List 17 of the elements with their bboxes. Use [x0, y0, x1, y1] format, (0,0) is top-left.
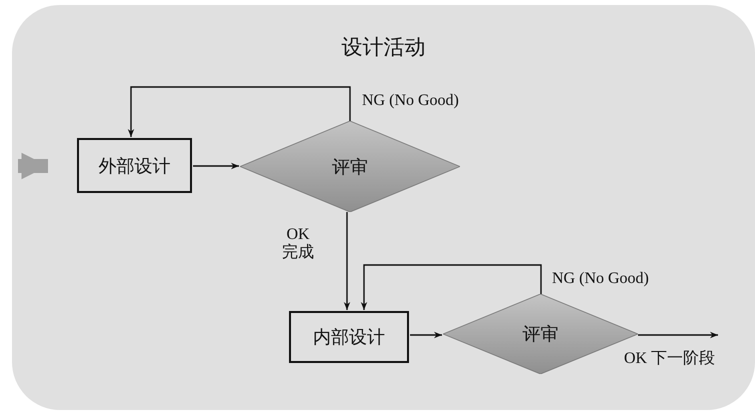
panel-title: 设计活动: [340, 34, 426, 61]
arrow: [360, 264, 542, 310]
decision-label: 评审: [332, 156, 368, 178]
arrow: [638, 332, 718, 338]
edge-label: OK 完成: [280, 226, 316, 262]
edge-label: OK 下一阶段: [624, 350, 716, 368]
input-arrow: [18, 152, 48, 180]
arrow: [193, 162, 239, 170]
decision-label: 评审: [522, 323, 558, 346]
edge-label: NG (No Good): [552, 270, 649, 288]
edge-label: NG (No Good): [362, 92, 459, 110]
arrow: [344, 212, 350, 310]
arrow: [410, 332, 442, 338]
process-box: 外部设计: [77, 138, 192, 193]
arrow: [128, 86, 351, 137]
process-box: 内部设计: [289, 311, 409, 363]
activity-panel: [12, 5, 755, 410]
